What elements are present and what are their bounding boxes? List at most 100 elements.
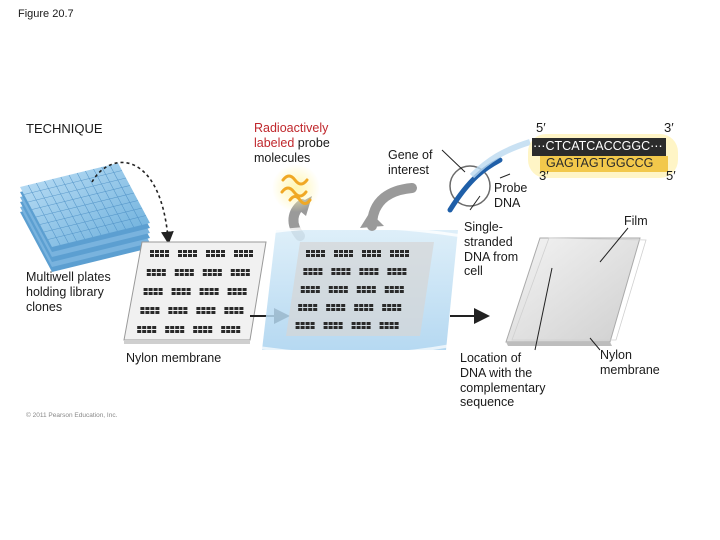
membrane-dot xyxy=(405,254,409,257)
membrane-dot xyxy=(150,250,154,253)
membrane-dot xyxy=(346,268,351,271)
membrane-dot xyxy=(321,254,325,257)
membrane-dot xyxy=(366,326,371,329)
membrane-dot xyxy=(230,273,235,276)
probe-line2-red: labeled xyxy=(254,135,295,150)
membrane-dot xyxy=(211,254,215,257)
top-strand-seq: CTCATCACCGGC xyxy=(545,139,651,153)
membrane-dot xyxy=(221,330,226,333)
nylon-r-line2: membrane xyxy=(600,362,660,377)
membrane-dot xyxy=(199,288,204,291)
membrane-dot xyxy=(303,272,308,275)
ss-line2: stranded xyxy=(464,234,513,249)
membrane-dot xyxy=(311,250,315,253)
membrane-dot xyxy=(183,311,188,314)
membrane-dot xyxy=(333,322,338,325)
nylon-r-line1: Nylon xyxy=(600,348,632,362)
membrane-dot xyxy=(305,326,310,329)
membrane-dot xyxy=(178,254,182,257)
membrane-dot xyxy=(165,250,169,253)
ss-line4: cell xyxy=(464,264,483,279)
bottom-strand-bg xyxy=(540,156,668,172)
membrane-dot xyxy=(170,326,175,329)
membrane-dot xyxy=(171,292,176,295)
membrane-dot xyxy=(344,250,348,253)
membrane-dot xyxy=(230,269,235,272)
membrane-dot xyxy=(188,254,192,257)
probe-dna-pointer xyxy=(499,173,511,179)
ss-line1: Single- xyxy=(464,220,503,234)
membrane-dot xyxy=(239,307,244,310)
membrane-dot xyxy=(165,330,170,333)
membrane-dot xyxy=(338,322,343,325)
plate-grid-line xyxy=(47,215,147,240)
membrane-dot xyxy=(189,273,194,276)
top-strand: ⋯CTCATCACCGGC⋯ xyxy=(533,138,663,153)
membrane-dot xyxy=(146,273,151,276)
membrane-dot xyxy=(235,273,240,276)
membrane-dot xyxy=(214,288,219,291)
membrane-dot xyxy=(356,286,361,289)
membrane-dot xyxy=(374,272,379,275)
probe-line2: labeled probe xyxy=(254,136,330,151)
membrane-dot xyxy=(209,292,214,295)
membrane-dot xyxy=(152,330,157,333)
technique-heading: TECHNIQUE xyxy=(26,121,103,136)
membrane-dot xyxy=(394,286,399,289)
membrane-dot xyxy=(237,288,242,291)
membrane-dot xyxy=(239,311,244,314)
membrane-dot xyxy=(369,308,374,311)
plate-grid-line xyxy=(35,192,135,218)
membrane-dot xyxy=(326,308,331,311)
top-3prime: 3′ xyxy=(664,120,674,135)
membrane-dot xyxy=(356,326,361,329)
probe-molecules xyxy=(272,164,320,212)
membrane-dot xyxy=(217,273,222,276)
membrane-dot xyxy=(193,326,198,329)
membrane-dot xyxy=(316,254,320,257)
membrane-dot xyxy=(173,307,178,310)
membrane-dot xyxy=(226,330,231,333)
nylon-membrane-left-drawing xyxy=(123,241,267,344)
membrane-dot xyxy=(328,322,333,325)
membrane-dot xyxy=(295,322,300,325)
membrane-dot xyxy=(313,308,318,311)
membrane-dot xyxy=(203,330,208,333)
membrane-dot xyxy=(206,307,211,310)
membrane-dot xyxy=(208,330,213,333)
membrane-dot xyxy=(227,292,232,295)
membrane-dot xyxy=(359,304,364,307)
membrane-dot xyxy=(394,290,399,293)
membrane-dot xyxy=(153,292,158,295)
nylon-membrane-left-label: Nylon membrane xyxy=(126,351,222,365)
membrane-dot xyxy=(242,292,247,295)
plate-grid-line xyxy=(43,207,143,233)
membrane-dot xyxy=(366,290,371,293)
membrane-dot xyxy=(379,326,384,329)
membrane-dot xyxy=(142,326,147,329)
top-strand-dash-left: ⋯ xyxy=(533,139,546,153)
membrane-dot xyxy=(188,250,192,253)
membrane-dot xyxy=(397,272,402,275)
membrane-dot xyxy=(356,322,361,325)
bottom-5prime: 5′ xyxy=(666,168,676,183)
membrane-dot xyxy=(221,250,225,253)
membrane-dot xyxy=(239,250,243,253)
membrane-dot xyxy=(331,268,336,271)
location-label: Location of DNA with the complementary s… xyxy=(460,351,545,410)
plate-grid-line xyxy=(23,170,123,195)
membrane-dot xyxy=(328,290,333,293)
membrane-dot xyxy=(232,288,237,291)
membrane-dot xyxy=(361,326,366,329)
membrane-dot xyxy=(207,273,212,276)
membrane-dot xyxy=(377,254,381,257)
membrane-dot xyxy=(384,322,389,325)
bottom-3prime: 3′ xyxy=(539,168,549,183)
membrane-dot xyxy=(242,288,247,291)
membrane-dot xyxy=(390,254,394,257)
membrane-dot xyxy=(145,307,150,310)
membrane-dot xyxy=(168,307,173,310)
membrane-dot xyxy=(148,292,153,295)
membrane-dot xyxy=(140,311,145,314)
